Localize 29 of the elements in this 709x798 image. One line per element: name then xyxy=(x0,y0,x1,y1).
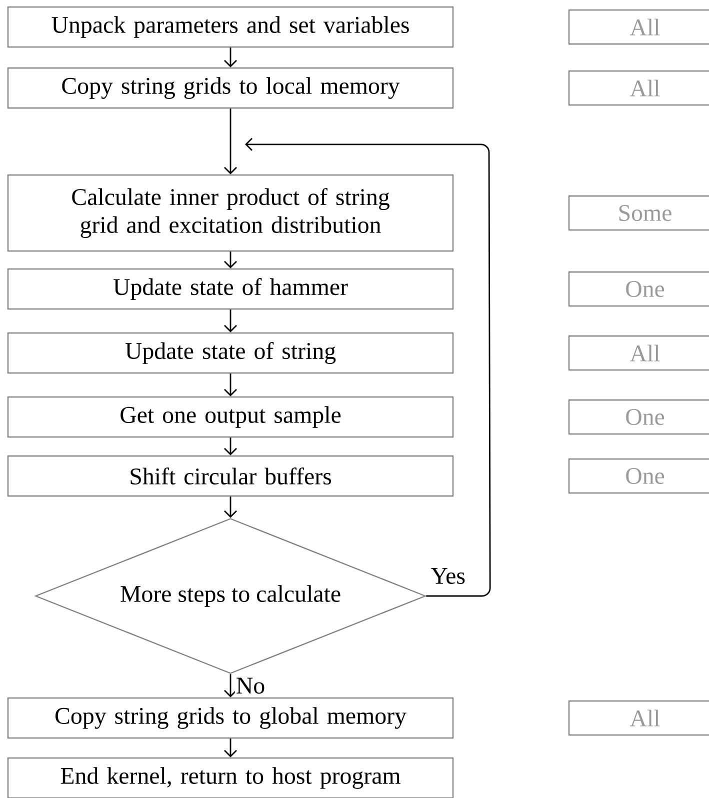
process-box: Copy string grids to local memory xyxy=(7,67,454,109)
arrow xyxy=(224,438,237,456)
process-box: Update state of hammer xyxy=(7,268,454,310)
arrow xyxy=(224,374,237,396)
edge-label: Yes xyxy=(430,567,466,585)
arrow xyxy=(245,138,491,597)
arrow xyxy=(224,310,237,332)
scope-box: One xyxy=(568,458,709,494)
process-box: Get one output sample xyxy=(7,396,454,438)
scope-box: All xyxy=(568,700,709,736)
scope-box: One xyxy=(568,399,709,435)
arrow xyxy=(224,252,237,268)
arrow xyxy=(224,738,237,758)
edge-label: No xyxy=(234,676,266,695)
arrow xyxy=(224,674,237,698)
scope-box: All xyxy=(568,70,709,106)
arrow xyxy=(224,48,237,68)
process-box: Calculate inner product of string grid and excitation distribution xyxy=(7,174,454,252)
process-box: Update state of string xyxy=(7,332,454,374)
arrow xyxy=(224,108,237,174)
process-box: Shift circular buffers xyxy=(7,455,454,497)
arrow xyxy=(224,496,237,518)
scope-box: One xyxy=(568,271,709,307)
process-box: Copy string grids to global memory xyxy=(7,697,454,739)
process-box: Unpack parameters and set variables xyxy=(7,6,454,48)
scope-box: All xyxy=(568,9,709,45)
scope-box: All xyxy=(568,335,709,371)
process-box: End kernel, return to host program xyxy=(7,757,454,798)
scope-box: Some xyxy=(568,195,709,231)
